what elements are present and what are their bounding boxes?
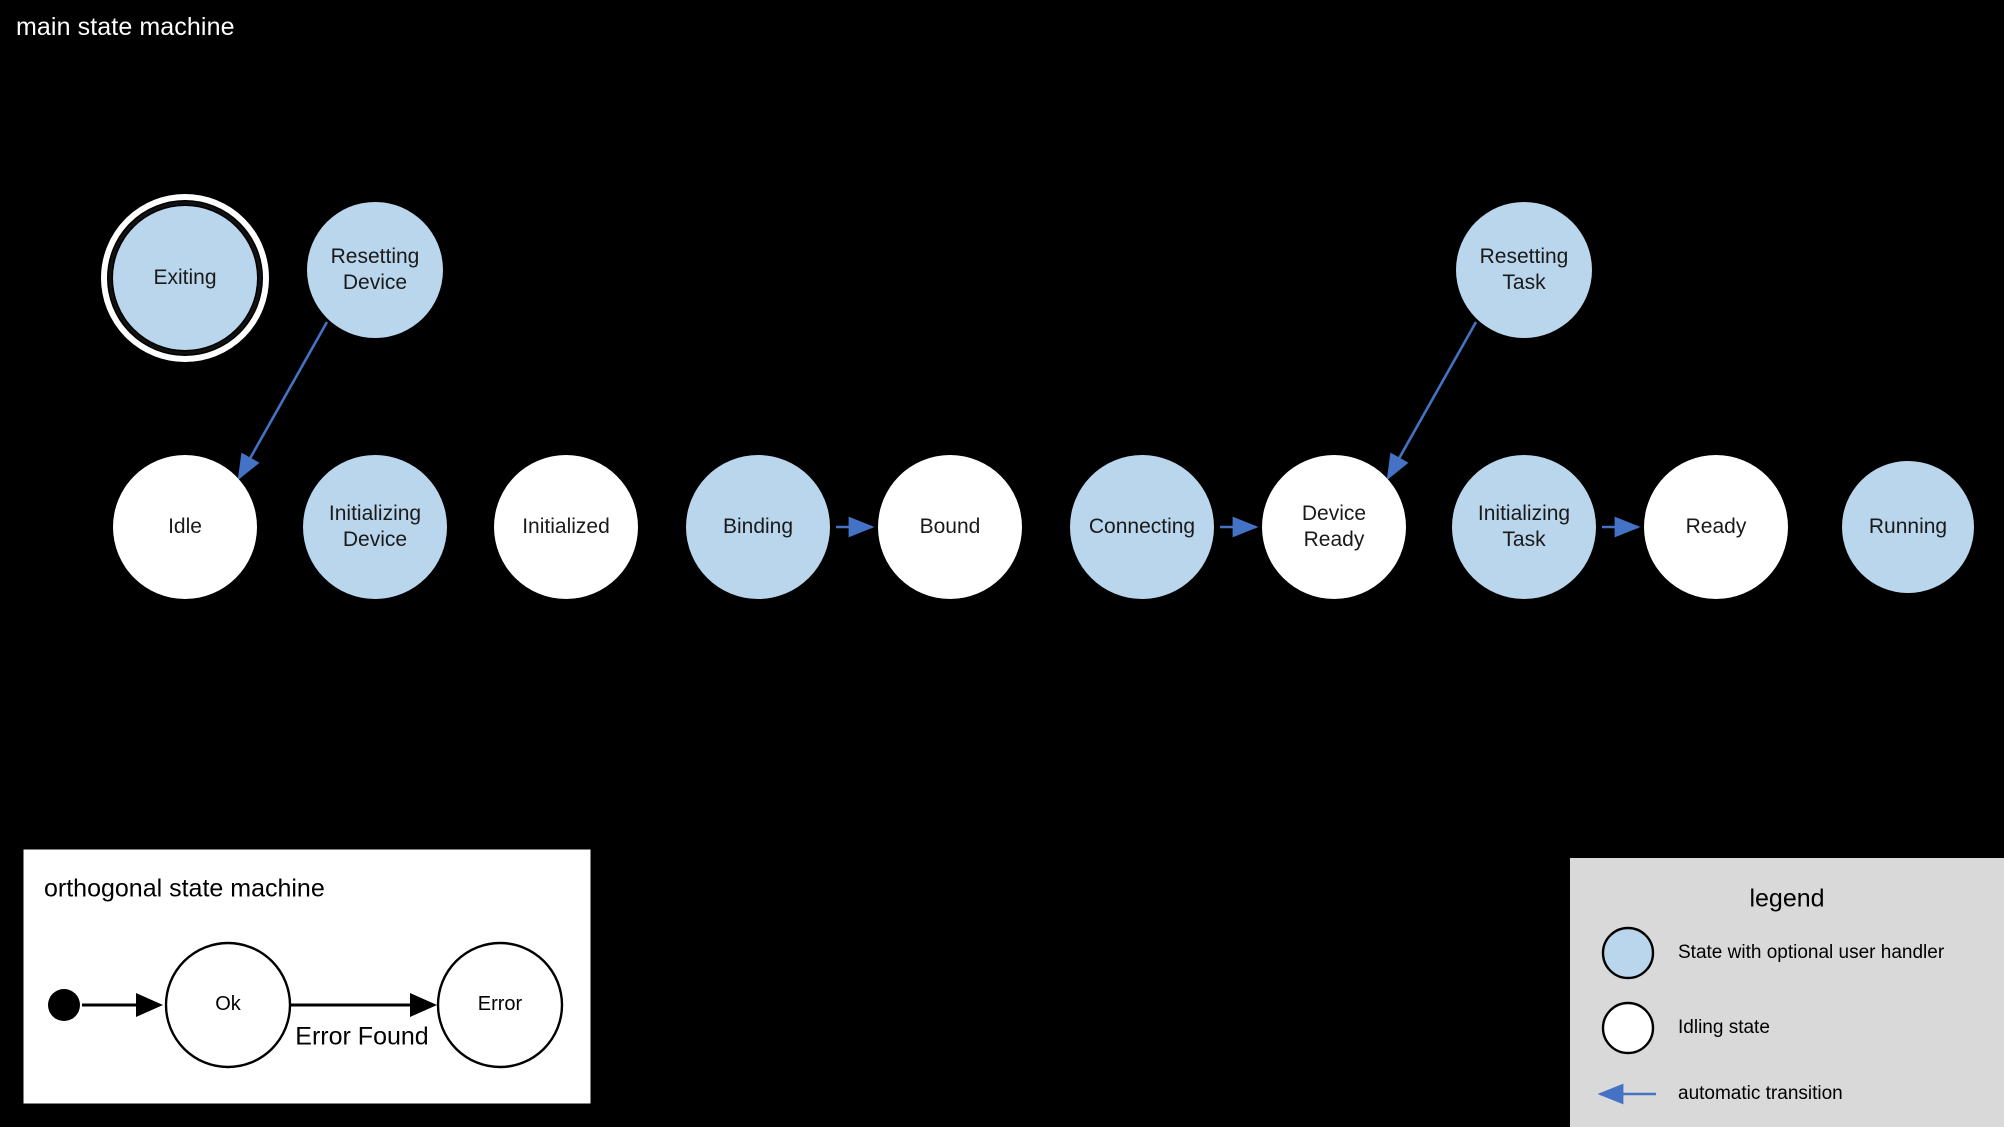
legend-circle-icon [1601, 1001, 1655, 1055]
state-node-ready[interactable]: Ready [1644, 455, 1788, 599]
legend-background [1570, 858, 2004, 1127]
state-label: Bound [920, 515, 981, 538]
state-node-exiting[interactable]: Exiting [101, 194, 269, 362]
legend-item-label: Idling state [1678, 1017, 1770, 1038]
initial-state-dot [48, 989, 80, 1021]
state-circle [303, 455, 447, 599]
orthogonal-content: Error Found Ok Error [48, 941, 564, 1069]
ortho-state-node-error[interactable]: Error [436, 941, 564, 1069]
state-label: Ready [1686, 515, 1747, 538]
legend-title: legend [1749, 885, 1824, 913]
legend-item-auto-transition: automatic transition [1597, 1083, 1843, 1105]
legend-item-label: State with optional user handler [1678, 942, 1945, 963]
orthogonal-title: orthogonal state machine [44, 875, 325, 903]
state-circle [113, 455, 257, 599]
page-title: main state machine [16, 13, 235, 41]
transition-resetting-device-to-idle[interactable] [237, 321, 329, 481]
state-circle [1070, 455, 1214, 599]
ortho-state-label: Error [478, 993, 523, 1015]
state-circle [1456, 202, 1592, 338]
state-label: Connecting [1089, 515, 1195, 538]
legend-circle-icon [1601, 926, 1655, 980]
state-circle [113, 206, 257, 350]
state-label: Exiting [153, 266, 216, 289]
legend-item-label: automatic transition [1678, 1083, 1843, 1104]
main-transitions-group [237, 321, 1641, 538]
state-node-running[interactable]: Running [1842, 461, 1974, 593]
legend-item-idling-state: Idling state [1601, 1001, 1770, 1055]
state-circle [1644, 455, 1788, 599]
state-circle [1842, 461, 1974, 593]
state-circle [494, 455, 638, 599]
state-label: Idle [168, 515, 202, 538]
state-node-connecting[interactable]: Connecting [1070, 455, 1214, 599]
state-label: Initialized [522, 515, 610, 538]
state-circle [686, 455, 830, 599]
state-node-bound[interactable]: Bound [878, 455, 1022, 599]
legend-item-handler-state: State with optional user handler [1601, 926, 1945, 980]
ortho-state-circle [164, 941, 292, 1069]
legend-panel: legend State with optional user handlerI… [1570, 858, 2004, 1127]
state-circle [1262, 455, 1406, 599]
state-node-binding[interactable]: Binding [686, 455, 830, 599]
state-circle [307, 202, 443, 338]
ortho-state-node-ok[interactable]: Ok [164, 941, 292, 1069]
state-circle [1452, 455, 1596, 599]
ortho-state-label: Ok [215, 993, 242, 1015]
state-label: Binding [723, 515, 793, 538]
transition-resetting-task-to-device-ready[interactable] [1386, 321, 1478, 481]
state-node-initialized[interactable]: Initialized [494, 455, 638, 599]
state-node-idle[interactable]: Idle [113, 455, 257, 599]
final-state-inner-ring [108, 201, 262, 355]
state-label: Running [1869, 515, 1947, 538]
final-state-outer-ring [101, 194, 269, 362]
state-circle [878, 455, 1022, 599]
ortho-transition-label: Error Found [295, 1023, 428, 1051]
ortho-state-circle [436, 941, 564, 1069]
